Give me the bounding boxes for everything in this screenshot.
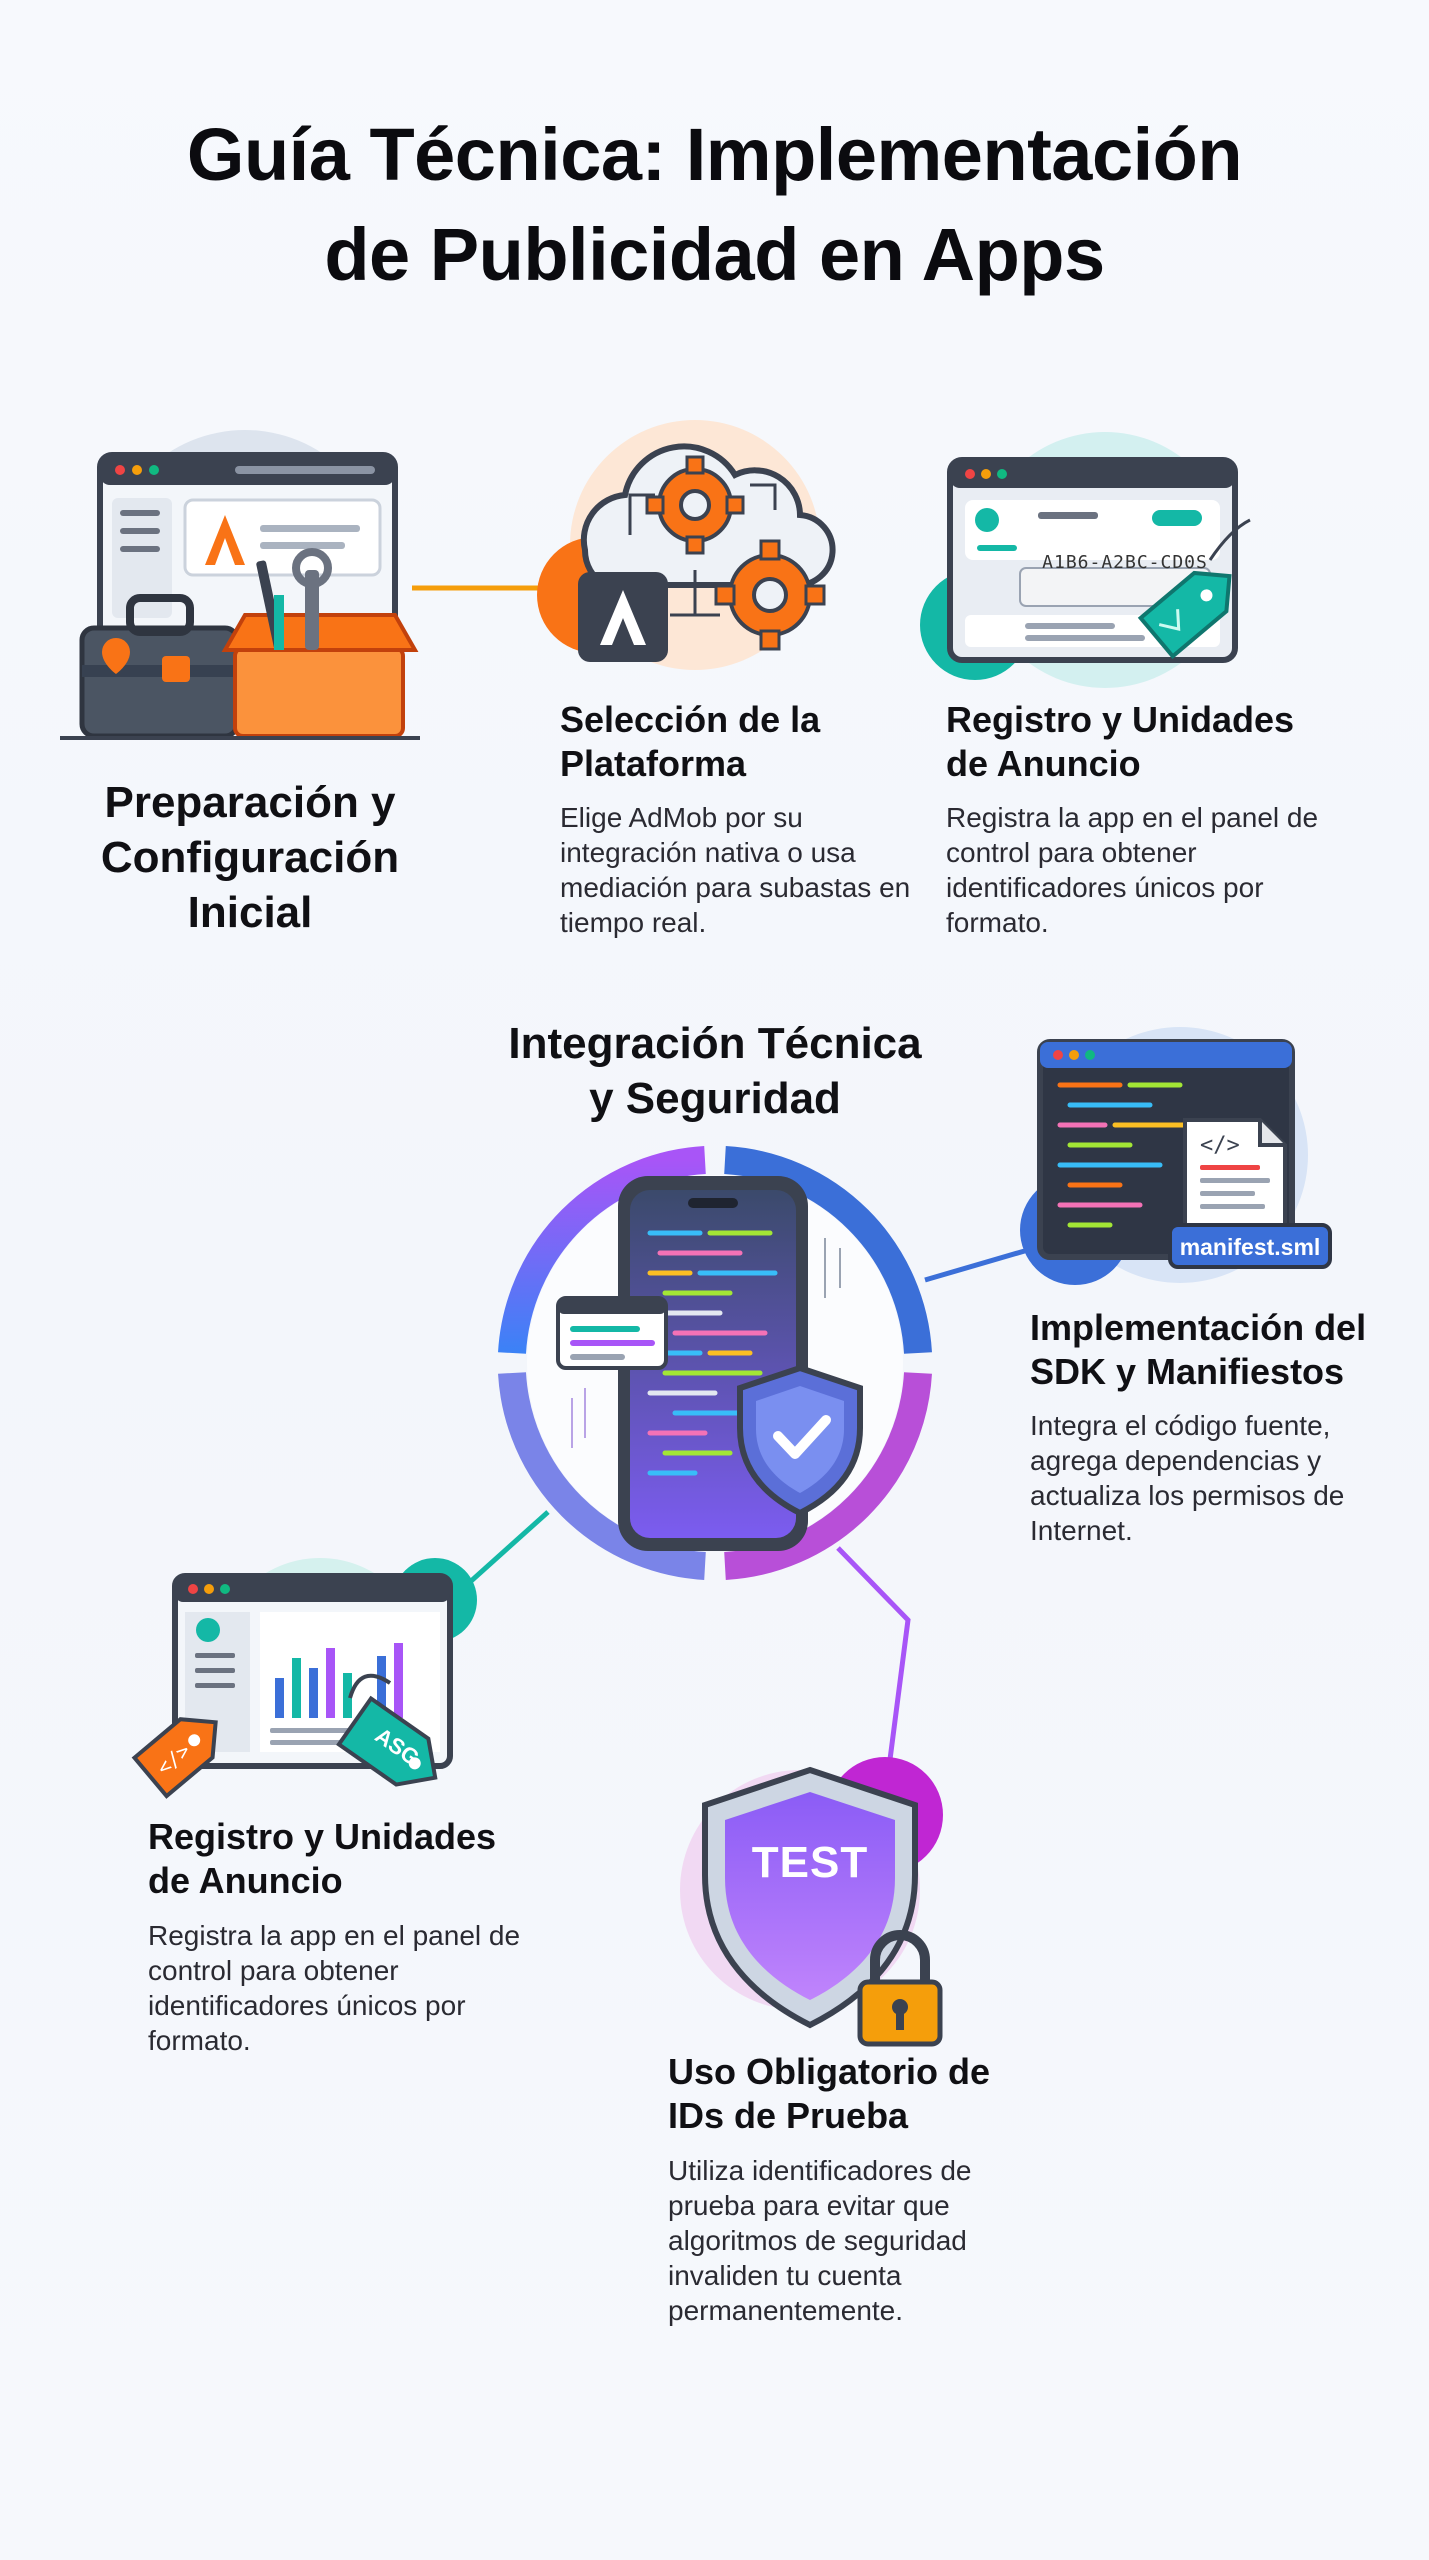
test-shield-lock-icon bbox=[680, 1757, 943, 2047]
platform-title: Selección de la Plataforma bbox=[560, 699, 821, 784]
title-line-2: de Publicidad en Apps bbox=[324, 213, 1105, 296]
test-ids-title: Uso Obligatorio de IDs de Prueba bbox=[668, 2051, 991, 2136]
toolbox-browser-icon bbox=[60, 430, 420, 740]
register-top-title: Registro y Unidades de Anuncio bbox=[946, 699, 1295, 784]
title-line-1: Guía Técnica: Implementación bbox=[186, 113, 1243, 196]
register-top-description: Registra la app en el panel de control p… bbox=[946, 802, 1319, 938]
register-bottom-title: Registro y Unidades de Anuncio bbox=[148, 1816, 497, 1901]
manifest-file-label: manifest.sml bbox=[1179, 1234, 1321, 1260]
sdk-title: Implementación del SDK y Manifiestos bbox=[1030, 1307, 1367, 1392]
register-bottom-description: Registra la app en el panel de control p… bbox=[148, 1920, 521, 2056]
test-badge-label: TEST bbox=[751, 1838, 869, 1887]
svg-text:</>: </> bbox=[1200, 1133, 1240, 1158]
sdk-description: Integra el código fuente, agrega depende… bbox=[1030, 1410, 1345, 1546]
test-ids-description: Utiliza identificadores de prueba para e… bbox=[668, 2155, 972, 2326]
dashboard-tag-icon bbox=[920, 432, 1251, 688]
platform-description: Elige AdMob por su integración nativa o … bbox=[560, 802, 911, 938]
cloud-gears-icon bbox=[537, 420, 836, 670]
page-title: Guía Técnica: Implementación de Publicid… bbox=[0, 105, 1429, 305]
analytics-tags-icon: </> bbox=[131, 1558, 477, 1799]
prep-title: Preparación y Configuración Inicial bbox=[100, 778, 400, 937]
ad-unit-id-code: A1B6-A2BC-CD0S bbox=[1042, 552, 1208, 573]
integration-title: Integración Técnica y Seguridad bbox=[508, 1019, 922, 1123]
code-editor-icon: </> bbox=[1020, 1027, 1332, 1285]
phone-shield-icon bbox=[498, 1146, 932, 1580]
